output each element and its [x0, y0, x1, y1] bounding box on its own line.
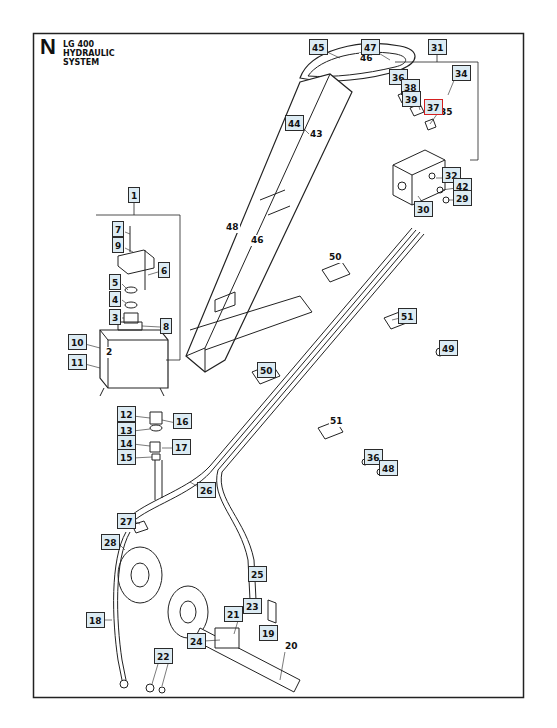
callout-number: 22 — [157, 652, 170, 662]
callout-box: 17 — [172, 439, 191, 455]
callout-number: 10 — [71, 338, 84, 348]
callout-box: 24 — [187, 633, 206, 649]
callout-box: 18 — [86, 612, 105, 628]
diagram-title: LG 400 HYDRAULIC SYSTEM — [62, 40, 148, 67]
callout-box: 9 — [112, 237, 124, 253]
callout-number: 28 — [104, 538, 117, 548]
callout-number: 3 — [112, 313, 118, 323]
callout-number: 4 — [112, 295, 118, 305]
callout-box: 11 — [68, 354, 87, 370]
callout-box: 16 — [173, 413, 192, 429]
callout-number: 16 — [176, 417, 189, 427]
callout-box: 25 — [248, 566, 267, 582]
callout-number: 12 — [120, 410, 133, 420]
callout-number: 21 — [227, 610, 240, 620]
callout-number: 1 — [131, 191, 137, 201]
callout-number: 8 — [163, 322, 169, 332]
callout-box: 10 — [68, 334, 87, 350]
callout-number: 29 — [456, 194, 469, 204]
callout-box: 23 — [243, 598, 262, 614]
callout-box: 30 — [414, 201, 433, 217]
callout-box: 26 — [197, 482, 216, 498]
callout-box: 4 — [109, 291, 121, 307]
callout-number: 48 — [382, 464, 395, 474]
callout-number: 30 — [417, 205, 430, 215]
callout-number: 37 — [427, 103, 440, 113]
callout-box: 1 — [128, 187, 140, 203]
callout-box: 37 — [424, 99, 443, 115]
callout-number: 5 — [112, 278, 118, 288]
callout-number: 24 — [190, 637, 203, 647]
callout-box: 31 — [428, 39, 447, 55]
callout-box: 19 — [259, 625, 278, 641]
callout-box: 50 — [257, 362, 276, 378]
callout-box: 34 — [452, 65, 471, 81]
section-letter: N — [39, 35, 57, 59]
callout-number: 43 — [309, 129, 324, 140]
callout-number: 20 — [284, 641, 299, 652]
callout-box: 45 — [309, 39, 328, 55]
callout-number: 48 — [225, 222, 240, 233]
callout-number: 25 — [251, 570, 264, 580]
callout-number: 44 — [288, 119, 301, 129]
callout-number: 6 — [161, 266, 167, 276]
callout-box: 15 — [117, 449, 136, 465]
callout-number: 14 — [120, 439, 133, 449]
callout-number: 19 — [262, 629, 275, 639]
callout-number: 51 — [401, 312, 414, 322]
callout-number: 50 — [260, 366, 273, 376]
callout-box: 21 — [224, 606, 243, 622]
callout-box: 28 — [101, 534, 120, 550]
callout-box: 8 — [160, 318, 172, 334]
callout-box: 7 — [112, 221, 124, 237]
callout-number: 7 — [115, 225, 121, 235]
callout-number: 34 — [455, 69, 468, 79]
callout-number: 9 — [115, 241, 121, 251]
callout-number: 2 — [105, 347, 113, 358]
callout-box: 48 — [379, 460, 398, 476]
callout-number: 39 — [405, 95, 418, 105]
callout-box: 22 — [154, 648, 173, 664]
callout-box: 27 — [117, 513, 136, 529]
callout-number: 27 — [120, 517, 133, 527]
callout-box: 39 — [402, 91, 421, 107]
callout-number: 49 — [442, 344, 455, 354]
callout-box: 12 — [117, 406, 136, 422]
callout-number: 15 — [120, 453, 133, 463]
callout-number: 11 — [71, 358, 84, 368]
callout-number: 45 — [312, 43, 325, 53]
callout-number: 18 — [89, 616, 102, 626]
callout-number: 17 — [175, 443, 188, 453]
callout-number: 50 — [328, 252, 343, 263]
callout-box: 44 — [285, 115, 304, 131]
callout-number: 31 — [431, 43, 444, 53]
callout-box: 51 — [398, 308, 417, 324]
callout-number: 23 — [246, 602, 259, 612]
callout-box: 29 — [453, 190, 472, 206]
callout-number: 47 — [364, 43, 377, 53]
callout-box: 6 — [158, 262, 170, 278]
callout-box: 49 — [439, 340, 458, 356]
callout-number: 36 — [367, 453, 380, 463]
callout-number: 26 — [200, 486, 213, 496]
callout-box: 47 — [361, 39, 380, 55]
callout-box: 3 — [109, 309, 121, 325]
callout-box: 5 — [109, 274, 121, 290]
callout-number: 51 — [329, 416, 344, 427]
callout-number: 46 — [250, 235, 265, 246]
